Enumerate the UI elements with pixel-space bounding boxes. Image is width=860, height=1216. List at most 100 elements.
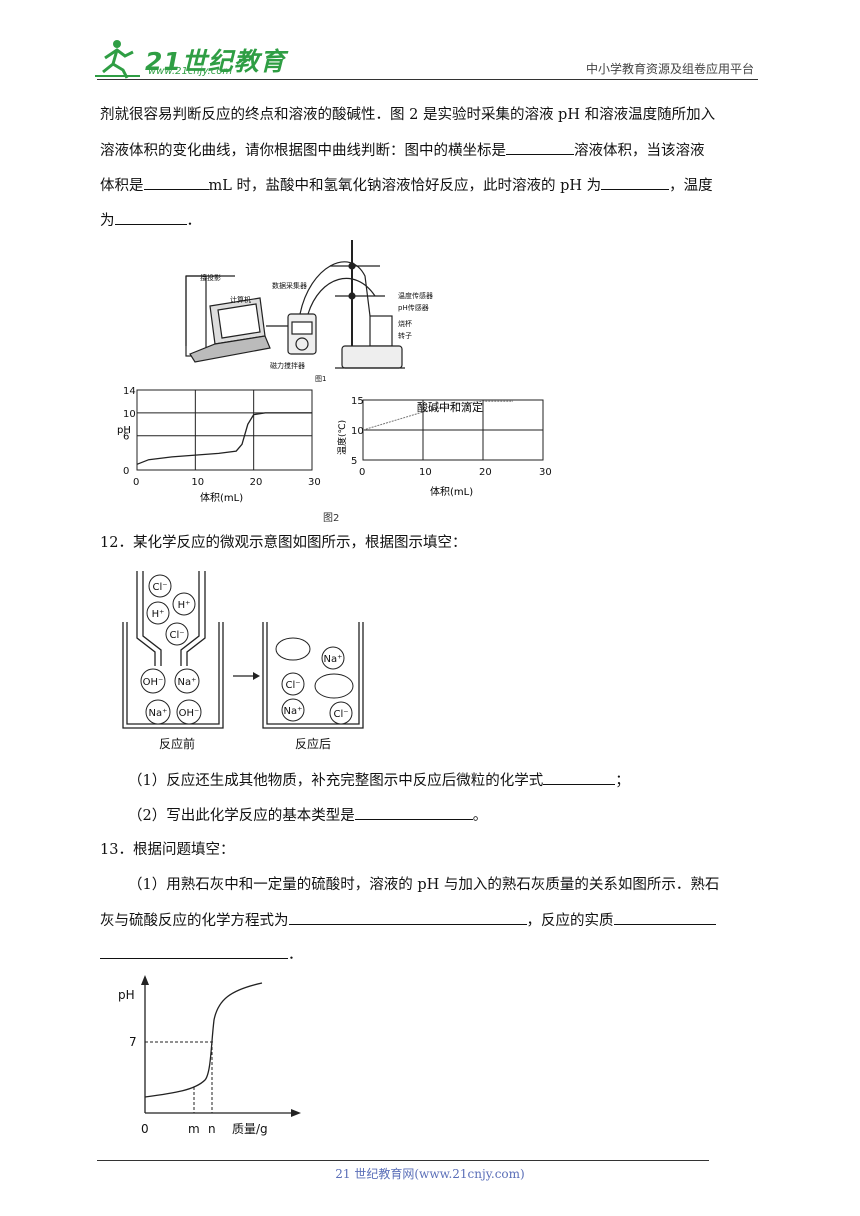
ion-oh-1: OH⁻ bbox=[140, 668, 166, 694]
label-ph-sensor: pH传感器 bbox=[398, 303, 429, 312]
ion-cl-1: Cl⁻ bbox=[148, 574, 172, 598]
ion-na-after-1: Na⁺ bbox=[321, 646, 345, 670]
label-computer: 计算机 bbox=[230, 295, 251, 304]
svg-text:Na⁺: Na⁺ bbox=[178, 677, 197, 688]
label-stirrer: 磁力搅拌器 bbox=[270, 361, 305, 370]
q11-line1: 剂就很容易判断反应的终点和溶液的酸碱性．图 2 是实验时采集的溶液 pH 和溶液… bbox=[100, 107, 716, 123]
svg-text:OH⁻: OH⁻ bbox=[143, 677, 164, 688]
ph-ytick-10: 10 bbox=[123, 409, 136, 420]
chart-ytick-7: 7 bbox=[129, 1035, 137, 1049]
figure2-caption: 图2 bbox=[323, 513, 340, 524]
beaker-before bbox=[122, 622, 224, 729]
q12-sub1: （1）反应还生成其他物质，补充完整图示中反应后微粒的化学式； bbox=[128, 769, 630, 792]
temp-chart-xlabel: 体积(mL) bbox=[430, 486, 473, 498]
chart-xlabel: 质量/g bbox=[232, 1122, 268, 1136]
ion-h-1: H⁺ bbox=[172, 592, 196, 616]
ph-chart-frame bbox=[136, 389, 313, 471]
footer-text: 21 世纪教育网(www.21cnjy.com) bbox=[335, 1167, 525, 1181]
q13-stem: 13．根据问题填空： bbox=[100, 842, 235, 858]
figure1-apparatus: 接投影 计算机 数据采集器 温度传感器 pH传感器 烧杯 转子 磁力搅拌器 图1 bbox=[185, 240, 433, 383]
q13-sub1-line2: 灰与硫酸反应的化学方程式为，反应的实质 bbox=[100, 909, 716, 932]
label-beaker: 烧杯 bbox=[398, 319, 412, 328]
q11-line4: 为． bbox=[100, 209, 201, 232]
dropper-outer bbox=[136, 571, 206, 666]
ph-curve bbox=[136, 412, 312, 465]
logo-url: www.21cnjy.com bbox=[148, 66, 233, 77]
projection-line bbox=[185, 275, 207, 357]
figure1-caption: 图1 bbox=[315, 375, 326, 383]
ion-cl-2: Cl⁻ bbox=[165, 622, 189, 646]
ph-ytick-0: 0 bbox=[123, 466, 129, 477]
footer-divider bbox=[97, 1160, 709, 1161]
micro-diagram: Cl⁻ H⁺ H⁺ Cl⁻ OH⁻ Na⁺ Na⁺ OH⁻ Na⁺ Cl⁻ Na… bbox=[122, 571, 364, 751]
label-rotor: 转子 bbox=[398, 331, 412, 340]
beaker-icon bbox=[369, 315, 393, 347]
svg-text:Cl⁻: Cl⁻ bbox=[333, 709, 348, 720]
svg-text:Cl⁻: Cl⁻ bbox=[285, 680, 300, 691]
chart-xlabel-m: m bbox=[188, 1122, 200, 1136]
temp-ytick-15: 15 bbox=[351, 396, 364, 407]
label-collector: 数据采集器 bbox=[272, 281, 307, 290]
stirrer-icon bbox=[341, 345, 403, 369]
ph-xtick-30: 30 bbox=[308, 477, 321, 488]
temp-xtick-0: 0 bbox=[359, 467, 365, 478]
svg-text:Na⁺: Na⁺ bbox=[284, 706, 303, 717]
temp-curve bbox=[362, 400, 513, 431]
temp-xtick-20: 20 bbox=[479, 467, 492, 478]
temp-xtick-10: 10 bbox=[419, 467, 432, 478]
ph-chart-xlabel: 体积(mL) bbox=[200, 492, 243, 504]
ion-cl-after-1: Cl⁻ bbox=[281, 672, 305, 696]
ph-chart-ylabel: pH bbox=[117, 425, 131, 436]
ph-ytick-14: 14 bbox=[123, 386, 136, 397]
ion-na-after-2: Na⁺ bbox=[281, 698, 305, 722]
empty-particle-1 bbox=[275, 637, 311, 661]
chart-origin: 0 bbox=[141, 1122, 149, 1136]
svg-text:OH⁻: OH⁻ bbox=[179, 708, 200, 719]
temp-xtick-30: 30 bbox=[539, 467, 552, 478]
ion-oh-2: OH⁻ bbox=[176, 699, 202, 725]
q11-line2: 溶液体积的变化曲线，请你根据图中曲线判断：图中的横坐标是溶液体积，当该溶液 bbox=[100, 139, 705, 162]
chart-xlabel-n: n bbox=[208, 1122, 216, 1136]
label-projection: 接投影 bbox=[200, 273, 221, 282]
after-label: 反应后 bbox=[295, 736, 331, 751]
logo-icon bbox=[95, 40, 140, 79]
svg-text:H⁺: H⁺ bbox=[152, 609, 165, 620]
svg-text:Na⁺: Na⁺ bbox=[324, 654, 343, 665]
laptop-keyboard bbox=[189, 335, 271, 363]
empty-particle-2 bbox=[314, 673, 354, 699]
ph-xtick-0: 0 bbox=[133, 477, 139, 488]
ph-mass-chart: pH 7 0 m n 质量/g bbox=[118, 975, 301, 1136]
svg-text:Cl⁻: Cl⁻ bbox=[152, 582, 167, 593]
q12-sub2: （2）写出此化学反应的基本类型是。 bbox=[128, 804, 487, 827]
ph-mass-curve bbox=[144, 982, 263, 1098]
logo-text: 21世纪教育 bbox=[145, 47, 286, 76]
platform-name: 中小学教育资源及组卷应用平台 bbox=[585, 62, 754, 76]
before-label: 反应前 bbox=[159, 736, 195, 751]
y-axis-arrow-icon bbox=[141, 975, 149, 985]
ph-xtick-20: 20 bbox=[250, 477, 263, 488]
ion-cl-after-2: Cl⁻ bbox=[329, 701, 353, 725]
header-divider bbox=[97, 79, 758, 80]
q12-stem: 12．某化学反应的微观示意图如图所示，根据图示填空： bbox=[100, 535, 467, 551]
svg-text:H⁺: H⁺ bbox=[178, 600, 191, 611]
ph-volume-chart: 14 10 6 00 10 20 30 pH 体积(mL) bbox=[117, 386, 321, 504]
arrow-icon bbox=[253, 672, 260, 680]
temp-ytick-10: 10 bbox=[351, 426, 364, 437]
ph-xtick-10: 10 bbox=[191, 477, 204, 488]
svg-text:Na⁺: Na⁺ bbox=[149, 708, 168, 719]
temperature-volume-chart: 15 10 50 10 20 30 酸碱中和滴定 温度(℃) 体积(mL) bbox=[336, 396, 552, 498]
label-temp-sensor: 温度传感器 bbox=[398, 291, 433, 300]
beaker-after bbox=[262, 622, 364, 729]
x-axis-arrow-icon bbox=[291, 1109, 301, 1117]
temp-chart-ylabel: 温度(℃) bbox=[336, 420, 348, 455]
chart-ylabel: pH bbox=[118, 988, 135, 1002]
dropper-inner bbox=[142, 571, 200, 666]
q13-sub1-line1: （1）用熟石灰中和一定量的硫酸时，溶液的 pH 与加入的熟石灰质量的关系如图所示… bbox=[128, 877, 720, 893]
q13-sub1-line3: ． bbox=[100, 943, 303, 966]
svg-text:Cl⁻: Cl⁻ bbox=[169, 630, 184, 641]
temp-ytick-5: 5 bbox=[351, 456, 357, 467]
ph-ytick-6: 6 bbox=[123, 432, 129, 443]
ion-h-2: H⁺ bbox=[146, 601, 170, 625]
temp-chart-title: 酸碱中和滴定 bbox=[417, 400, 483, 414]
